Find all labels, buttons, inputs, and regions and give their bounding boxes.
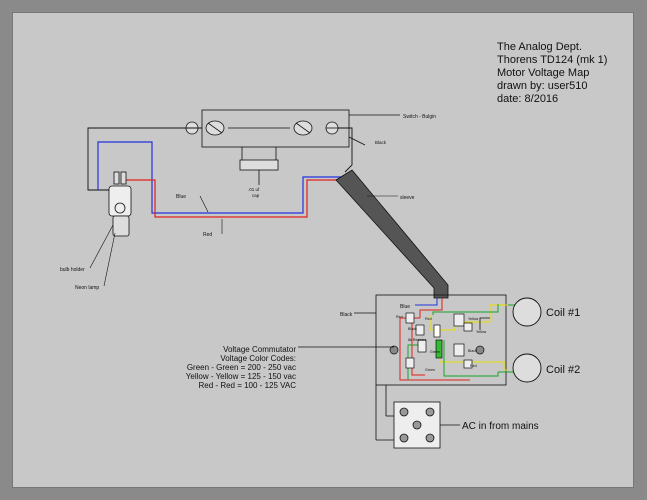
blue-wire-label: Blue: [176, 194, 186, 200]
blue-top-label: Blue: [400, 304, 410, 310]
term-yellow-label: Yellow: [468, 317, 479, 321]
black-wire-label-top: Black: [375, 140, 387, 145]
title-line-4: drawn by: user510: [497, 80, 588, 92]
cap-label-2: cap: [252, 193, 260, 198]
term-red-label: Red: [396, 315, 403, 319]
coil-1-label: Coil #1: [546, 307, 580, 319]
title-line-3: Motor Voltage Map: [497, 67, 589, 79]
commutator-codes: Voltage Color Codes:: [220, 354, 296, 363]
sleeve-label: sleeve: [400, 195, 415, 201]
ac-in-label: AC in from mains: [462, 421, 539, 432]
title-line-1: The Analog Dept.: [497, 41, 582, 53]
voltage-commutator: [375, 294, 507, 441]
term-black2-label: Black: [468, 349, 477, 353]
switch-assembly: [185, 109, 400, 185]
term-green2-label: Green: [425, 368, 435, 372]
term-black-label: Black: [408, 327, 417, 331]
bulb-holder-label: bulb holder: [60, 267, 85, 273]
coil-2: [498, 353, 542, 383]
term-green-label: Green: [430, 350, 440, 354]
coil-1: [508, 297, 542, 327]
term-yellow2-label: Yellow: [476, 330, 487, 334]
neon-lamp-label: Neon lamp: [75, 285, 99, 291]
title-line-2: Thorens TD124 (mk 1): [497, 54, 607, 66]
blue-wire: [97, 141, 345, 214]
term-red2-label: Red: [425, 317, 432, 321]
commutator-terminals: [389, 312, 485, 369]
term-resistor-label: 8k Resistor: [408, 338, 427, 342]
title-block: The Analog Dept. Thorens TD124 (mk 1) Mo…: [497, 41, 607, 105]
switch-label: Switch - Bulgin: [403, 114, 436, 120]
cap-label: .01 uf: [248, 187, 260, 192]
black-wire-label-left: Black: [340, 312, 353, 318]
red-wire-label: Red: [203, 232, 212, 238]
bulb-holder: [108, 171, 132, 237]
blue-wire-lower: [415, 298, 438, 306]
term-red3-label: Red: [470, 364, 477, 368]
red-wire: [126, 179, 344, 218]
red-wire-lower: [419, 298, 443, 318]
black-wire-right: [338, 127, 353, 173]
code-green: Green - Green = 200 - 250 vac: [187, 363, 296, 372]
code-yellow: Yellow - Yellow = 125 - 150 vac: [186, 372, 296, 381]
title-line-5: date: 8/2016: [497, 93, 558, 105]
schematic-sheet: [12, 12, 634, 488]
black-wire-top: [87, 127, 202, 191]
code-red: Red - Red = 100 - 125 VAC: [199, 381, 297, 390]
mains-socket: [393, 401, 460, 449]
cable-sleeve: [335, 169, 449, 299]
coil-2-label: Coil #2: [546, 364, 580, 376]
commutator-title: Voltage Commutator: [223, 345, 296, 354]
commutator-legend: Voltage Commutator Voltage Color Codes: …: [186, 345, 297, 390]
